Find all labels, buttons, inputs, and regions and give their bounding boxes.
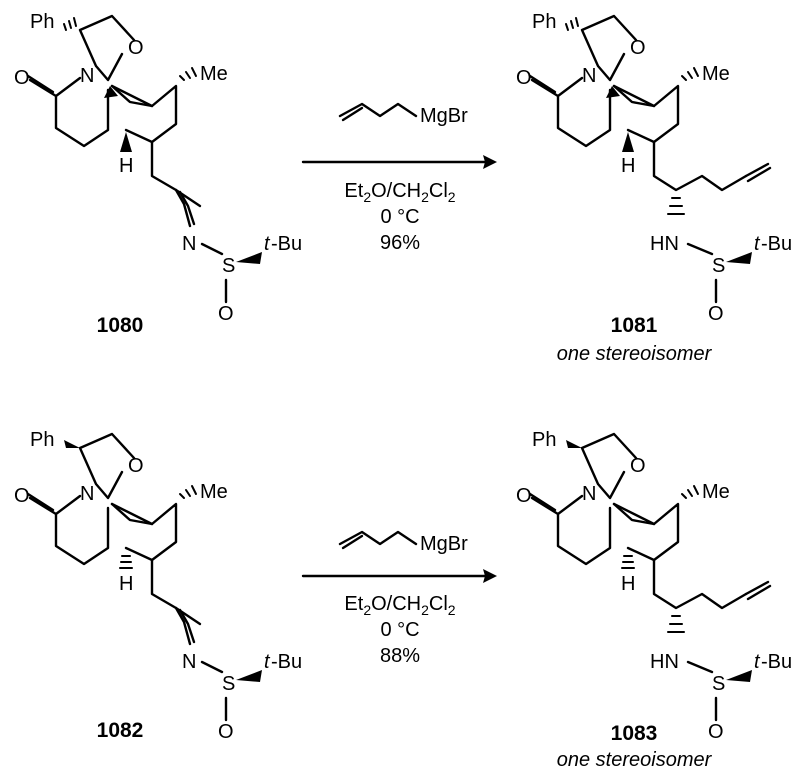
product-1083: Ph O N O Me H HN S t bbox=[516, 429, 792, 743]
oxygen-label: O bbox=[128, 455, 144, 477]
temperature-condition: 0 °C bbox=[380, 206, 419, 228]
hydrogen-label: H bbox=[621, 573, 635, 595]
sulfoxide-oxygen: O bbox=[708, 303, 724, 325]
hashed-bond-me bbox=[179, 485, 197, 499]
imine-nitrogen: N bbox=[182, 233, 196, 255]
tbutyl-rest: -Bu bbox=[761, 233, 792, 255]
amine-label: HN bbox=[650, 233, 679, 255]
methyl-label: Me bbox=[200, 63, 228, 85]
carbonyl-oxygen: O bbox=[516, 485, 532, 507]
sulfoxide-oxygen: O bbox=[218, 303, 234, 325]
compound-label-1082: 1082 bbox=[97, 719, 144, 742]
phenyl-label: Ph bbox=[532, 429, 556, 451]
hashed-bond-h bbox=[119, 555, 133, 569]
hashed-bond-me bbox=[179, 67, 197, 81]
stereo-note: one stereoisomer bbox=[557, 343, 713, 365]
compound-label-1080: 1080 bbox=[97, 314, 144, 337]
tbutyl-prefix: t bbox=[264, 233, 271, 255]
phenyl-label: Ph bbox=[532, 11, 556, 33]
solvent-condition: Et2O/CH2Cl2 bbox=[344, 593, 455, 618]
tbutyl-rest: -Bu bbox=[761, 651, 792, 673]
solvent-condition: Et2O/CH2Cl2 bbox=[344, 180, 455, 205]
temperature-condition: 0 °C bbox=[380, 619, 419, 641]
sulfoxide-oxygen: O bbox=[218, 721, 234, 743]
carbonyl-oxygen: O bbox=[14, 67, 30, 89]
phenyl-label: Ph bbox=[30, 11, 54, 33]
tbutyl-prefix: t bbox=[264, 651, 271, 673]
sulfoxide-oxygen: O bbox=[708, 721, 724, 743]
hashed-bond bbox=[63, 17, 77, 31]
nitrogen-label: N bbox=[80, 483, 94, 505]
methyl-label: Me bbox=[702, 63, 730, 85]
reagent-label: MgBr bbox=[420, 533, 468, 555]
phenyl-label: Ph bbox=[30, 429, 54, 451]
stereo-note: one stereoisomer bbox=[557, 749, 713, 771]
hashed-bond-h bbox=[621, 555, 635, 569]
reagent-label: MgBr bbox=[420, 105, 468, 127]
sulfur-label: S bbox=[222, 673, 235, 695]
nitrogen-label: N bbox=[582, 483, 596, 505]
reaction-arrow-1: MgBr Et2O/CH2Cl2 0 °C 96% bbox=[301, 102, 497, 254]
sulfur-label: S bbox=[222, 255, 235, 277]
carbonyl-oxygen: O bbox=[14, 485, 30, 507]
oxygen-label: O bbox=[128, 37, 144, 59]
hydrogen-label: H bbox=[119, 155, 133, 177]
oxygen-label: O bbox=[630, 455, 646, 477]
sulfur-label: S bbox=[712, 673, 725, 695]
tbutyl-prefix: t bbox=[754, 233, 761, 255]
tbutyl-rest: -Bu bbox=[271, 651, 302, 673]
hydrogen-label: H bbox=[621, 155, 635, 177]
reactant-1082: Ph O N O Me H N S t -Bu O bbox=[14, 429, 302, 743]
nitrogen-label: N bbox=[582, 65, 596, 87]
oxygen-label: O bbox=[630, 37, 646, 59]
hashed-bond-me bbox=[681, 485, 699, 499]
carbonyl-oxygen: O bbox=[516, 67, 532, 89]
methyl-label: Me bbox=[200, 481, 228, 503]
tbutyl-prefix: t bbox=[754, 651, 761, 673]
tbutyl-rest: -Bu bbox=[271, 233, 302, 255]
yield-value: 96% bbox=[380, 232, 420, 254]
compound-label-1083: 1083 bbox=[611, 722, 658, 745]
methyl-label: Me bbox=[702, 481, 730, 503]
nitrogen-label: N bbox=[80, 65, 94, 87]
product-1081: Ph O N O Me H HN S bbox=[516, 11, 792, 325]
hashed-bond-me bbox=[681, 67, 699, 81]
imine-nitrogen: N bbox=[182, 651, 196, 673]
hashed-bond-nh bbox=[667, 615, 685, 633]
reaction-arrow-2: MgBr Et2O/CH2Cl2 0 °C 88% bbox=[301, 530, 497, 667]
sulfur-label: S bbox=[712, 255, 725, 277]
amine-label: HN bbox=[650, 651, 679, 673]
yield-value: 88% bbox=[380, 645, 420, 667]
hashed-bond-nh bbox=[667, 197, 685, 215]
hashed-bond bbox=[565, 17, 579, 31]
compound-label-1081: 1081 bbox=[611, 314, 658, 337]
hydrogen-label: H bbox=[119, 573, 133, 595]
reactant-1080: Ph O N O Me H N S bbox=[14, 11, 302, 325]
